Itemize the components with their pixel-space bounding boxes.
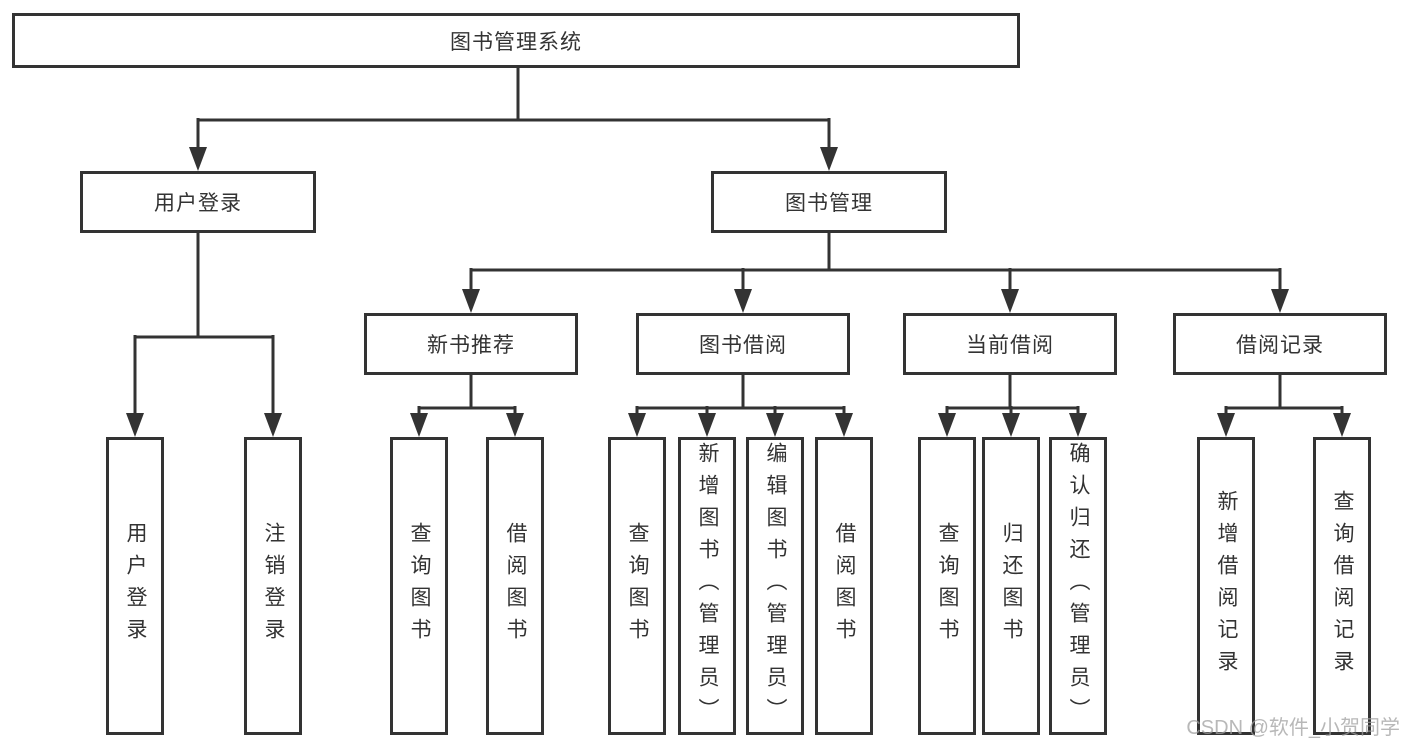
arrowhead bbox=[1001, 289, 1019, 313]
arrowhead bbox=[938, 413, 956, 437]
arrowhead bbox=[698, 413, 716, 437]
node-book-manage: 图书管理 bbox=[711, 171, 947, 233]
leaf-query-borrow-record: 查询借阅记录 bbox=[1313, 437, 1371, 735]
arrowhead bbox=[734, 289, 752, 313]
leaf-query-books-3: 查询图书 bbox=[918, 437, 976, 735]
leaf-add-borrow-record: 新增借阅记录 bbox=[1197, 437, 1255, 735]
arrowhead bbox=[462, 289, 480, 313]
arrowhead bbox=[835, 413, 853, 437]
arrowhead bbox=[1069, 413, 1087, 437]
leaf-add-books-admin: 新增图书（管理员） bbox=[678, 437, 736, 735]
leaf-user-login: 用户登录 bbox=[106, 437, 164, 735]
leaf-return-books: 归还图书 bbox=[982, 437, 1040, 735]
arrowhead bbox=[1217, 413, 1235, 437]
node-root: 图书管理系统 bbox=[12, 13, 1020, 68]
leaf-confirm-return-admin: 确认归还（管理员） bbox=[1049, 437, 1107, 735]
leaf-edit-books-admin: 编辑图书（管理员） bbox=[746, 437, 804, 735]
arrowhead bbox=[410, 413, 428, 437]
node-user-login: 用户登录 bbox=[80, 171, 316, 233]
arrowhead bbox=[1333, 413, 1351, 437]
node-current-borrowing: 当前借阅 bbox=[903, 313, 1117, 375]
node-borrowing-records: 借阅记录 bbox=[1173, 313, 1387, 375]
arrowhead bbox=[820, 147, 838, 171]
node-book-borrowing: 图书借阅 bbox=[636, 313, 850, 375]
arrowhead bbox=[1002, 413, 1020, 437]
arrowhead bbox=[189, 147, 207, 171]
arrowhead bbox=[1271, 289, 1289, 313]
leaf-logout: 注销登录 bbox=[244, 437, 302, 735]
node-new-books: 新书推荐 bbox=[364, 313, 578, 375]
leaf-query-books-1: 查询图书 bbox=[390, 437, 448, 735]
arrowhead bbox=[628, 413, 646, 437]
arrowhead bbox=[126, 413, 144, 437]
arrowhead bbox=[264, 413, 282, 437]
watermark: CSDN @软件_小贺同学 bbox=[1186, 717, 1400, 739]
leaf-borrow-books-1: 借阅图书 bbox=[486, 437, 544, 735]
leaf-borrow-books-2: 借阅图书 bbox=[815, 437, 873, 735]
leaf-query-books-2: 查询图书 bbox=[608, 437, 666, 735]
arrowhead bbox=[766, 413, 784, 437]
arrowhead bbox=[506, 413, 524, 437]
